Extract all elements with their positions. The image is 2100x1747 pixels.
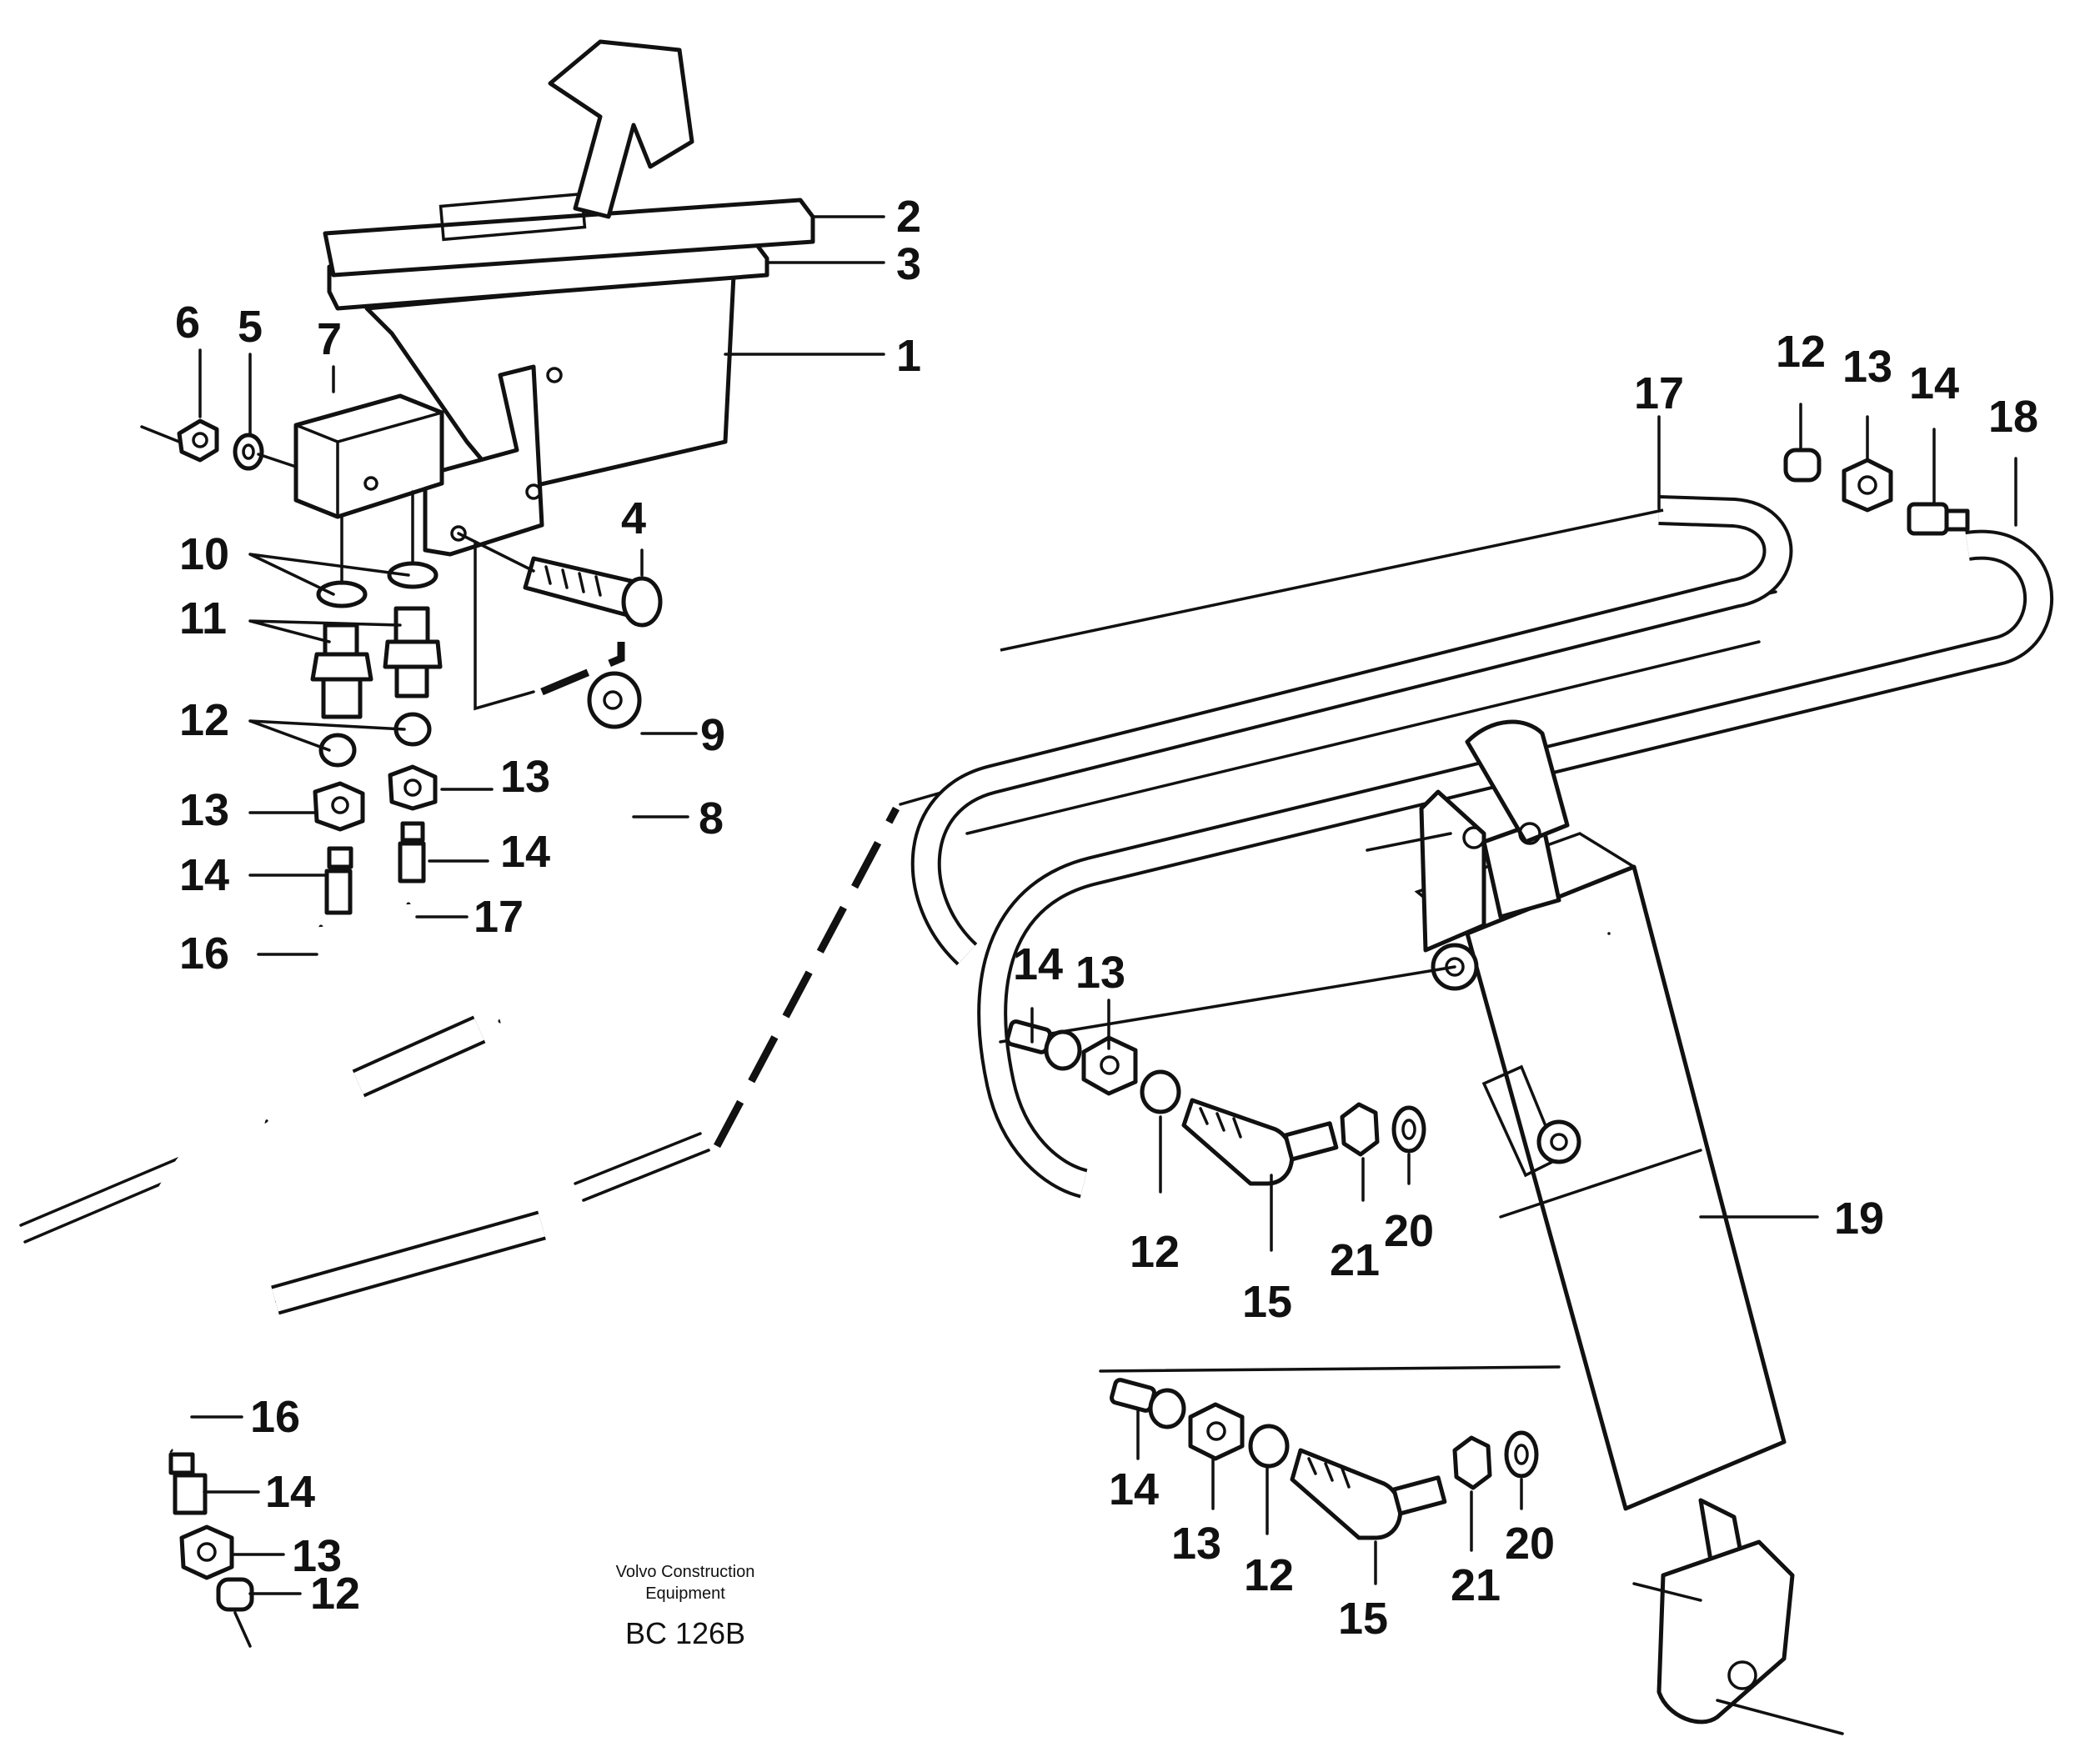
callout-17-right: 17 [1634,368,1684,418]
caption-sub: Equipment [645,1584,725,1603]
callout-13-topright: 13 [1842,342,1892,392]
callout-16-bottom: 16 [250,1392,300,1442]
callout-14-bottom: 14 [265,1467,315,1517]
caption-company: Volvo Construction [616,1563,755,1581]
callout-9: 9 [700,710,725,760]
caption: Volvo Construction Equipment BC 126B [616,1563,755,1650]
callout-2: 2 [896,192,921,242]
callout-16-left: 16 [179,929,229,979]
callout-13-lower: 13 [1171,1519,1221,1569]
callout-12-lower: 12 [1244,1550,1294,1600]
callout-14-left: 14 [179,850,229,900]
callout-8: 8 [699,793,724,843]
lever-bracket [423,364,544,557]
callout-14-topright: 14 [1909,358,1959,408]
callout-19: 19 [1834,1194,1884,1244]
callout-13-upper: 13 [1075,948,1125,998]
callout-13-left: 13 [179,785,229,835]
callout-14-upper: 14 [1013,939,1063,989]
lever-handle [548,39,694,219]
callout-1: 1 [896,331,921,381]
nut-6 [177,418,219,463]
callout-14-left-b: 14 [500,827,550,877]
callout-4: 4 [621,493,646,543]
control-lever-assembly [323,39,815,557]
callout-7: 7 [317,314,342,364]
callout-6: 6 [175,298,200,348]
callout-20-lower: 20 [1505,1519,1555,1569]
bottom-left-fittings [168,1452,254,1648]
callout-13-bottom: 13 [292,1531,342,1581]
callout-5: 5 [238,302,263,352]
washer-5 [233,433,264,471]
lower-banjo-set [1099,1365,1561,1540]
callout-14-lower: 14 [1109,1464,1159,1514]
callout-15-upper: 15 [1242,1277,1292,1327]
bolt-4 [457,532,663,628]
left-fittings [310,490,443,915]
callout-20-upper: 20 [1384,1206,1434,1256]
junction-block [293,393,444,519]
top-right-fittings [1783,448,1970,536]
callout-12-upper: 12 [1130,1227,1180,1277]
left-hoses [138,671,710,1459]
callout-21-upper: 21 [1330,1235,1380,1285]
callout-12-bottom: 12 [310,1569,360,1619]
upper-banjo-set [999,965,1456,1186]
callout-3: 3 [896,239,921,289]
callout-11: 11 [179,593,227,643]
callout-13-left-b: 13 [500,752,550,802]
callout-18: 18 [1988,392,2038,442]
callout-15-lower: 15 [1338,1594,1388,1644]
callout-17-left: 17 [474,892,524,942]
callout-labels: 2 3 1 6 5 7 4 10 11 12 9 13 8 13 14 14 1… [175,192,2038,1644]
drawing-code: BC 126B [625,1616,745,1650]
right-hoses [910,495,2054,1199]
callout-21-lower: 21 [1451,1560,1501,1610]
hydraulic-cylinder [1366,719,1844,1735]
leader-lines [190,215,2017,1595]
callout-12-left: 12 [179,695,229,745]
callout-12-topright: 12 [1776,327,1826,377]
gaiter [323,198,815,278]
callout-10: 10 [179,529,229,579]
